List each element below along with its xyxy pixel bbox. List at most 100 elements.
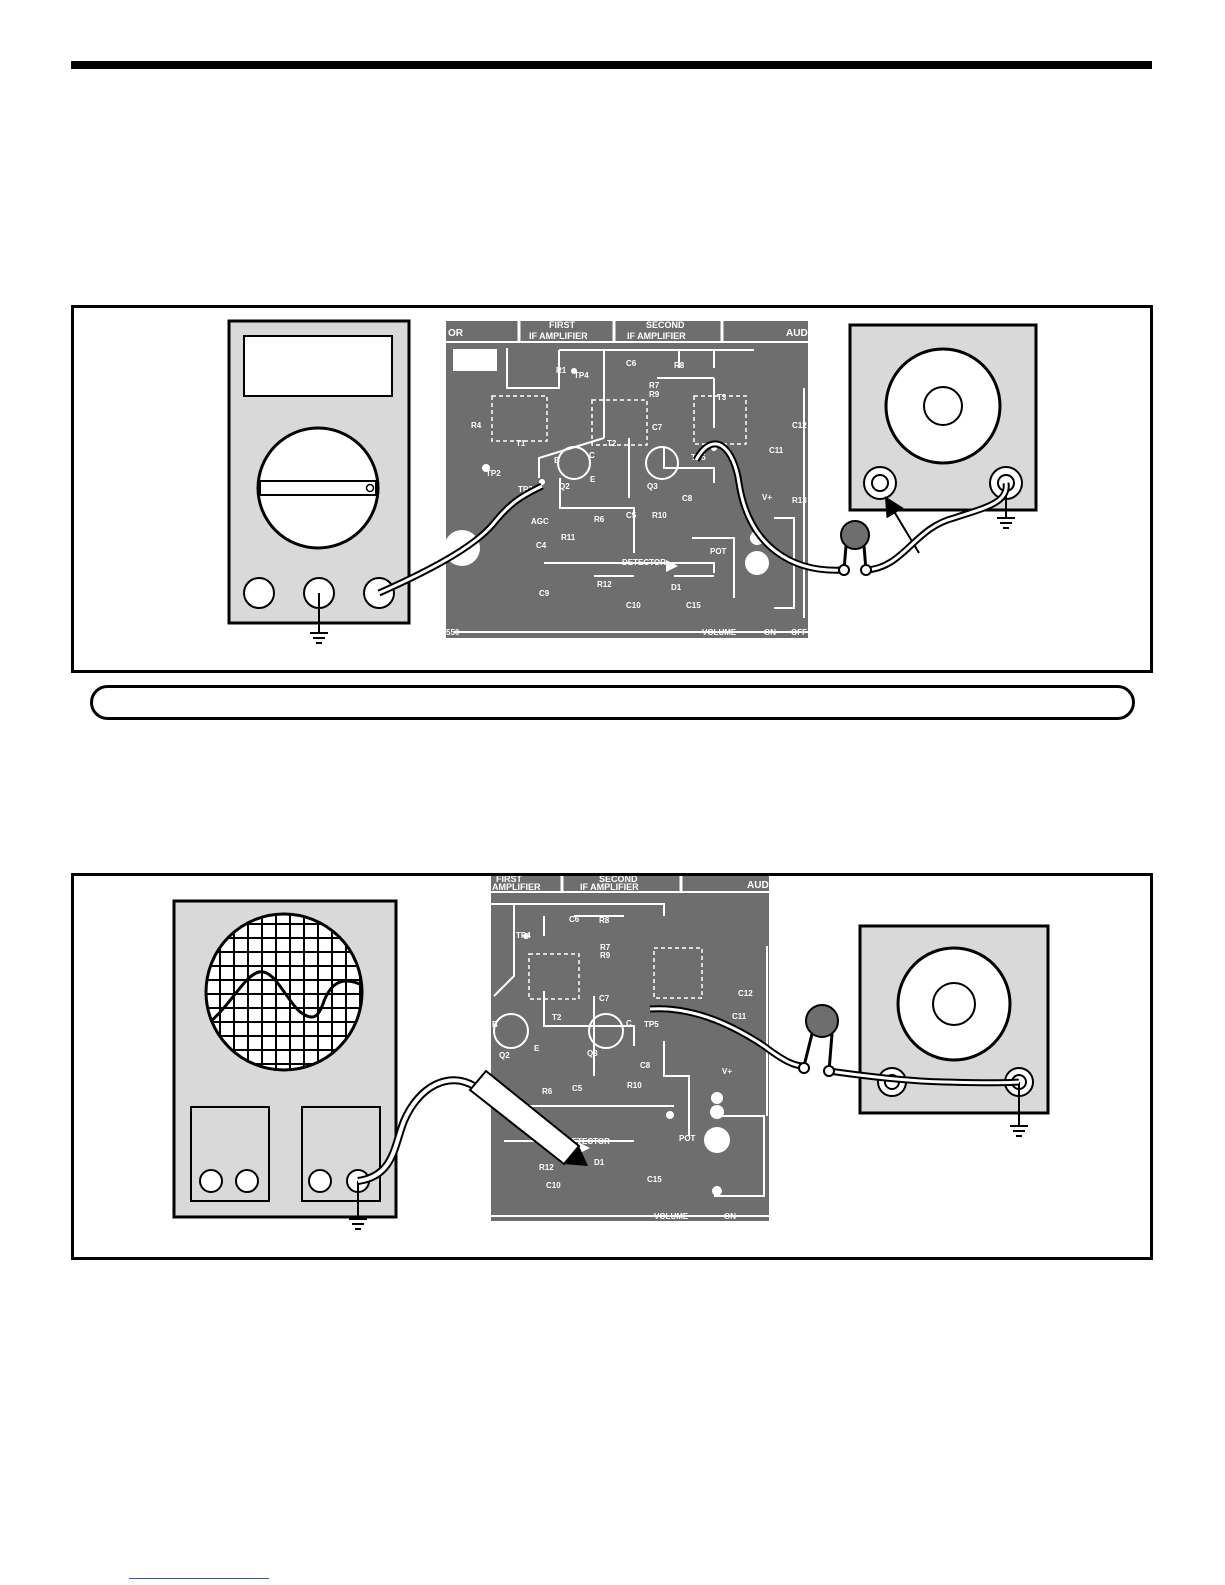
- ground-symbol-icon: [997, 517, 1015, 529]
- svg-text:C11: C11: [769, 446, 784, 455]
- svg-text:C10: C10: [626, 601, 641, 610]
- svg-text:C5: C5: [572, 1084, 583, 1093]
- ground-symbol-icon: [1010, 1125, 1028, 1137]
- svg-text:C8: C8: [640, 1061, 651, 1070]
- svg-text:R4: R4: [471, 421, 482, 430]
- svg-text:B: B: [554, 456, 560, 465]
- svg-text:POT: POT: [710, 547, 727, 556]
- svg-text:FIRST: FIRST: [496, 876, 523, 884]
- svg-text:R11: R11: [561, 533, 576, 542]
- hdr-0: OR: [448, 328, 464, 339]
- svg-text:POT: POT: [679, 1134, 696, 1143]
- signal-generator-2: [858, 924, 1050, 1137]
- svg-text:R10: R10: [652, 511, 667, 520]
- svg-text:C4: C4: [536, 541, 547, 550]
- circuit-board-2: FIRST AMPLIFIER SECOND IF AMPLIFIER AUD: [491, 874, 769, 1221]
- svg-text:Q3: Q3: [647, 482, 658, 491]
- svg-text:C15: C15: [647, 1175, 662, 1184]
- svg-text:Q3: Q3: [587, 1049, 598, 1058]
- svg-text:T3: T3: [717, 393, 727, 402]
- q3-transistor: [645, 446, 679, 480]
- svg-text:TP4: TP4: [516, 931, 531, 940]
- test-leads: [377, 440, 1010, 597]
- caption-bar: [90, 685, 1135, 720]
- coupling-capacitor-2: [802, 1004, 839, 1072]
- svg-text:V+: V+: [722, 1067, 732, 1076]
- svg-text:C: C: [589, 451, 595, 460]
- svg-text:550: 550: [446, 628, 460, 637]
- circuit-board-1: OR FIRST IF AMPLIFIER SECOND IF AMPLIFIE…: [444, 320, 811, 638]
- figure-2-drawing: FIRST AMPLIFIER SECOND IF AMPLIFIER AUD: [172, 874, 1050, 1230]
- footnote-rule: [129, 1578, 269, 1579]
- svg-text:R9: R9: [600, 951, 611, 960]
- hdr-5: AUDI: [786, 328, 811, 339]
- svg-text:R1: R1: [556, 366, 567, 375]
- svg-text:ON: ON: [764, 628, 776, 637]
- svg-text:VOLUME: VOLUME: [702, 628, 737, 637]
- svg-text:C6: C6: [569, 915, 580, 924]
- svg-text:TP2: TP2: [486, 469, 501, 478]
- q2-transistor: [557, 446, 591, 480]
- svg-text:C11: C11: [732, 1012, 747, 1021]
- svg-text:C9: C9: [539, 589, 550, 598]
- svg-text:R7: R7: [649, 381, 660, 390]
- svg-text:T2: T2: [552, 1013, 562, 1022]
- svg-text:TP5: TP5: [644, 1020, 659, 1029]
- hdr-2: IF AMPLIFIER: [529, 331, 588, 341]
- oscilloscope: [172, 899, 398, 1230]
- svg-text:R7: R7: [600, 943, 611, 952]
- meter-jack-1: [243, 577, 275, 609]
- knob-pointer: [259, 480, 377, 496]
- coupling-capacitor-1: [840, 520, 870, 571]
- svg-text:Q2: Q2: [499, 1051, 510, 1060]
- svg-text:VOLUME: VOLUME: [654, 1212, 689, 1221]
- svg-text:R6: R6: [594, 515, 605, 524]
- scope-waveform: [208, 970, 362, 1025]
- svg-text:V+: V+: [762, 493, 772, 502]
- svg-text:R8: R8: [599, 916, 610, 925]
- svg-text:R10: R10: [627, 1081, 642, 1090]
- svg-text:C: C: [626, 1019, 632, 1028]
- multimeter: [227, 319, 411, 644]
- svg-text:C8: C8: [682, 494, 693, 503]
- hdr-3: SECOND: [646, 320, 685, 330]
- hdr-4: IF AMPLIFIER: [627, 331, 686, 341]
- svg-text:C7: C7: [599, 994, 610, 1003]
- top-rule: [71, 61, 1152, 69]
- q3-transistor: [588, 1013, 624, 1049]
- svg-text:C12: C12: [792, 421, 807, 430]
- svg-text:OFF: OFF: [791, 628, 807, 637]
- scope-probe: [357, 1069, 588, 1185]
- svg-text:D1: D1: [594, 1158, 605, 1167]
- svg-text:DETECTOR: DETECTOR: [622, 558, 666, 567]
- svg-text:E: E: [534, 1044, 540, 1053]
- svg-text:D1: D1: [671, 583, 682, 592]
- svg-text:IF AMPLIFIER: IF AMPLIFIER: [580, 882, 639, 892]
- svg-text:AMPLIFIER: AMPLIFIER: [492, 882, 541, 892]
- svg-text:AGC: AGC: [531, 517, 549, 526]
- signal-generator-1: [848, 323, 1038, 529]
- svg-text:T2: T2: [607, 439, 617, 448]
- svg-text:C15: C15: [686, 601, 701, 610]
- svg-text:C6: C6: [626, 359, 637, 368]
- svg-text:AUD: AUD: [747, 880, 769, 891]
- figure-1-drawing: OR FIRST IF AMPLIFIER SECOND IF AMPLIFIE…: [227, 319, 1038, 644]
- svg-text:Q2: Q2: [559, 482, 570, 491]
- svg-text:R8: R8: [674, 361, 685, 370]
- svg-text:C10: C10: [546, 1181, 561, 1190]
- svg-text:R12: R12: [597, 580, 612, 589]
- svg-text:C5: C5: [626, 511, 637, 520]
- svg-text:ON: ON: [724, 1212, 736, 1221]
- test-leads: [649, 1005, 1020, 1087]
- svg-text:R9: R9: [649, 390, 660, 399]
- svg-text:TP3: TP3: [518, 485, 533, 494]
- svg-text:TP4: TP4: [574, 371, 589, 380]
- svg-text:SECOND: SECOND: [599, 876, 638, 884]
- svg-text:R13: R13: [792, 496, 807, 505]
- svg-text:C7: C7: [652, 423, 663, 432]
- q2-transistor: [493, 1013, 529, 1049]
- hdr-1: FIRST: [549, 320, 576, 330]
- svg-text:B: B: [492, 1020, 498, 1029]
- svg-text:E: E: [590, 475, 596, 484]
- meter-display: [243, 335, 393, 397]
